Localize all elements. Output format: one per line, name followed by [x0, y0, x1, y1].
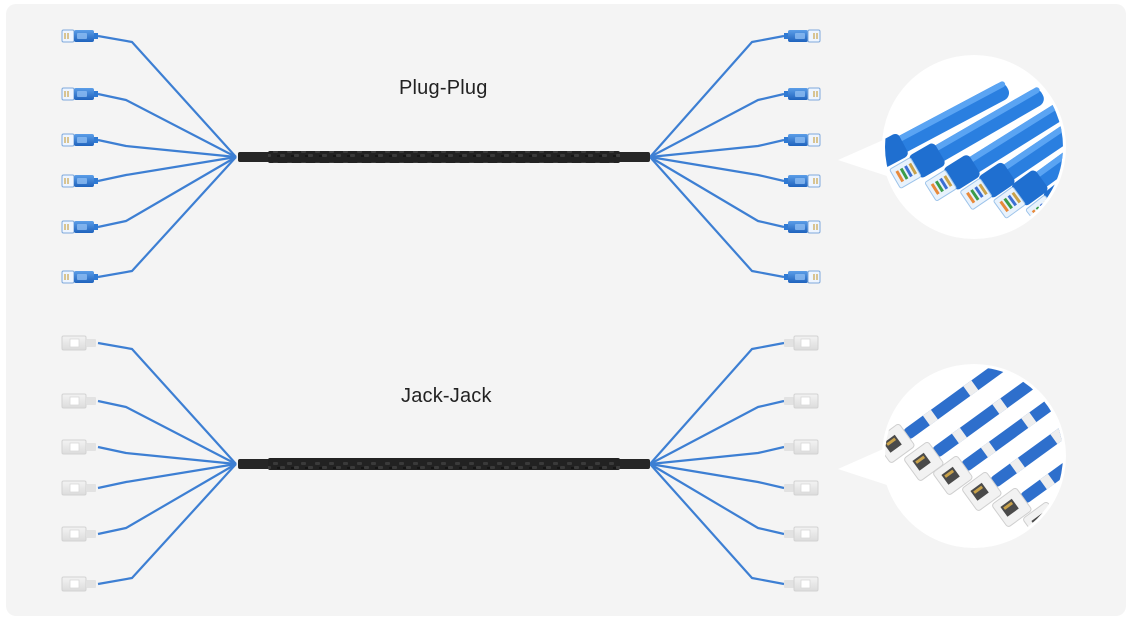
cable-branch-right — [649, 138, 785, 159]
cable-branch-left — [97, 138, 237, 159]
rj45-plug-closeup — [960, 99, 1063, 210]
plug-panel — [61, 29, 821, 284]
jack-connector-right — [784, 480, 819, 496]
trunk-cable — [268, 151, 620, 163]
jack-connector-left — [61, 526, 96, 542]
jack-connector-left — [61, 576, 96, 592]
cable-branch-left — [97, 463, 237, 536]
cable-assembly-diagram — [61, 29, 1066, 592]
plug-connector-left — [61, 270, 98, 284]
jack-panel — [61, 335, 819, 592]
cable-branch-left — [97, 445, 237, 466]
trunk-sleeve-right — [618, 152, 650, 162]
plug-plug-title: Plug-Plug — [399, 77, 488, 99]
plug-connector-right — [784, 174, 821, 188]
plug-connector-left — [61, 87, 98, 101]
jack-connector-left — [61, 335, 96, 351]
jack-connector-right — [784, 335, 819, 351]
cable-branch-left — [97, 463, 237, 586]
jack-connector-right — [784, 576, 819, 592]
plug-connector-left — [61, 220, 98, 234]
cable-branch-left — [97, 341, 237, 465]
cable-branch-right — [649, 463, 785, 536]
keystone-jack-closeup — [992, 414, 1063, 527]
cable-branch-left — [97, 462, 237, 490]
plug-connector-left — [61, 29, 98, 43]
keystone-jack-closeup — [904, 368, 1050, 481]
plug-connector-left — [61, 174, 98, 188]
plug-connector-right — [784, 270, 821, 284]
cable-branch-right — [649, 156, 785, 279]
plug-connector-right — [784, 133, 821, 147]
cable-branch-left — [97, 156, 237, 279]
plug-connector-left — [61, 133, 98, 147]
cable-branch-left — [97, 155, 237, 183]
trunk-sleeve-left — [238, 152, 270, 162]
rj45-plug-closeup — [993, 103, 1063, 219]
cable-branch-right — [649, 34, 785, 158]
cable-branch-right — [649, 399, 785, 465]
rj45-plug-closeup — [889, 87, 1044, 189]
jack-connector-left — [61, 393, 96, 409]
jack-closeup-bubble — [838, 364, 1066, 548]
trunk-sleeve-left — [238, 459, 270, 469]
plug-connector-right — [784, 220, 821, 234]
trunk-cable — [268, 458, 620, 470]
diagram-canvas: Plug-Plug Jack-Jack — [6, 4, 1126, 616]
cable-branch-right — [649, 156, 785, 229]
cable-branch-right — [649, 341, 785, 465]
jack-jack-title: Jack-Jack — [401, 385, 492, 407]
cable-branch-left — [97, 92, 237, 158]
cable-branch-left — [97, 399, 237, 465]
jack-connector-right — [784, 439, 819, 455]
trunk-sleeve-right — [618, 459, 650, 469]
jack-connector-left — [61, 480, 96, 496]
cable-branch-left — [97, 156, 237, 229]
cable-branch-right — [649, 463, 785, 586]
cable-branch-right — [649, 155, 785, 183]
cable-branch-right — [649, 462, 785, 490]
cable-branch-left — [97, 34, 237, 158]
plug-connector-right — [784, 29, 821, 43]
cable-branch-right — [649, 92, 785, 158]
jack-connector-left — [61, 439, 96, 455]
jack-connector-right — [784, 526, 819, 542]
rj45-plug-closeup — [924, 95, 1063, 201]
jack-connector-right — [784, 393, 819, 409]
plug-connector-right — [784, 87, 821, 101]
cable-branch-right — [649, 445, 785, 466]
plug-closeup-bubble — [838, 55, 1066, 239]
rj45-plug-closeup — [885, 81, 1010, 168]
